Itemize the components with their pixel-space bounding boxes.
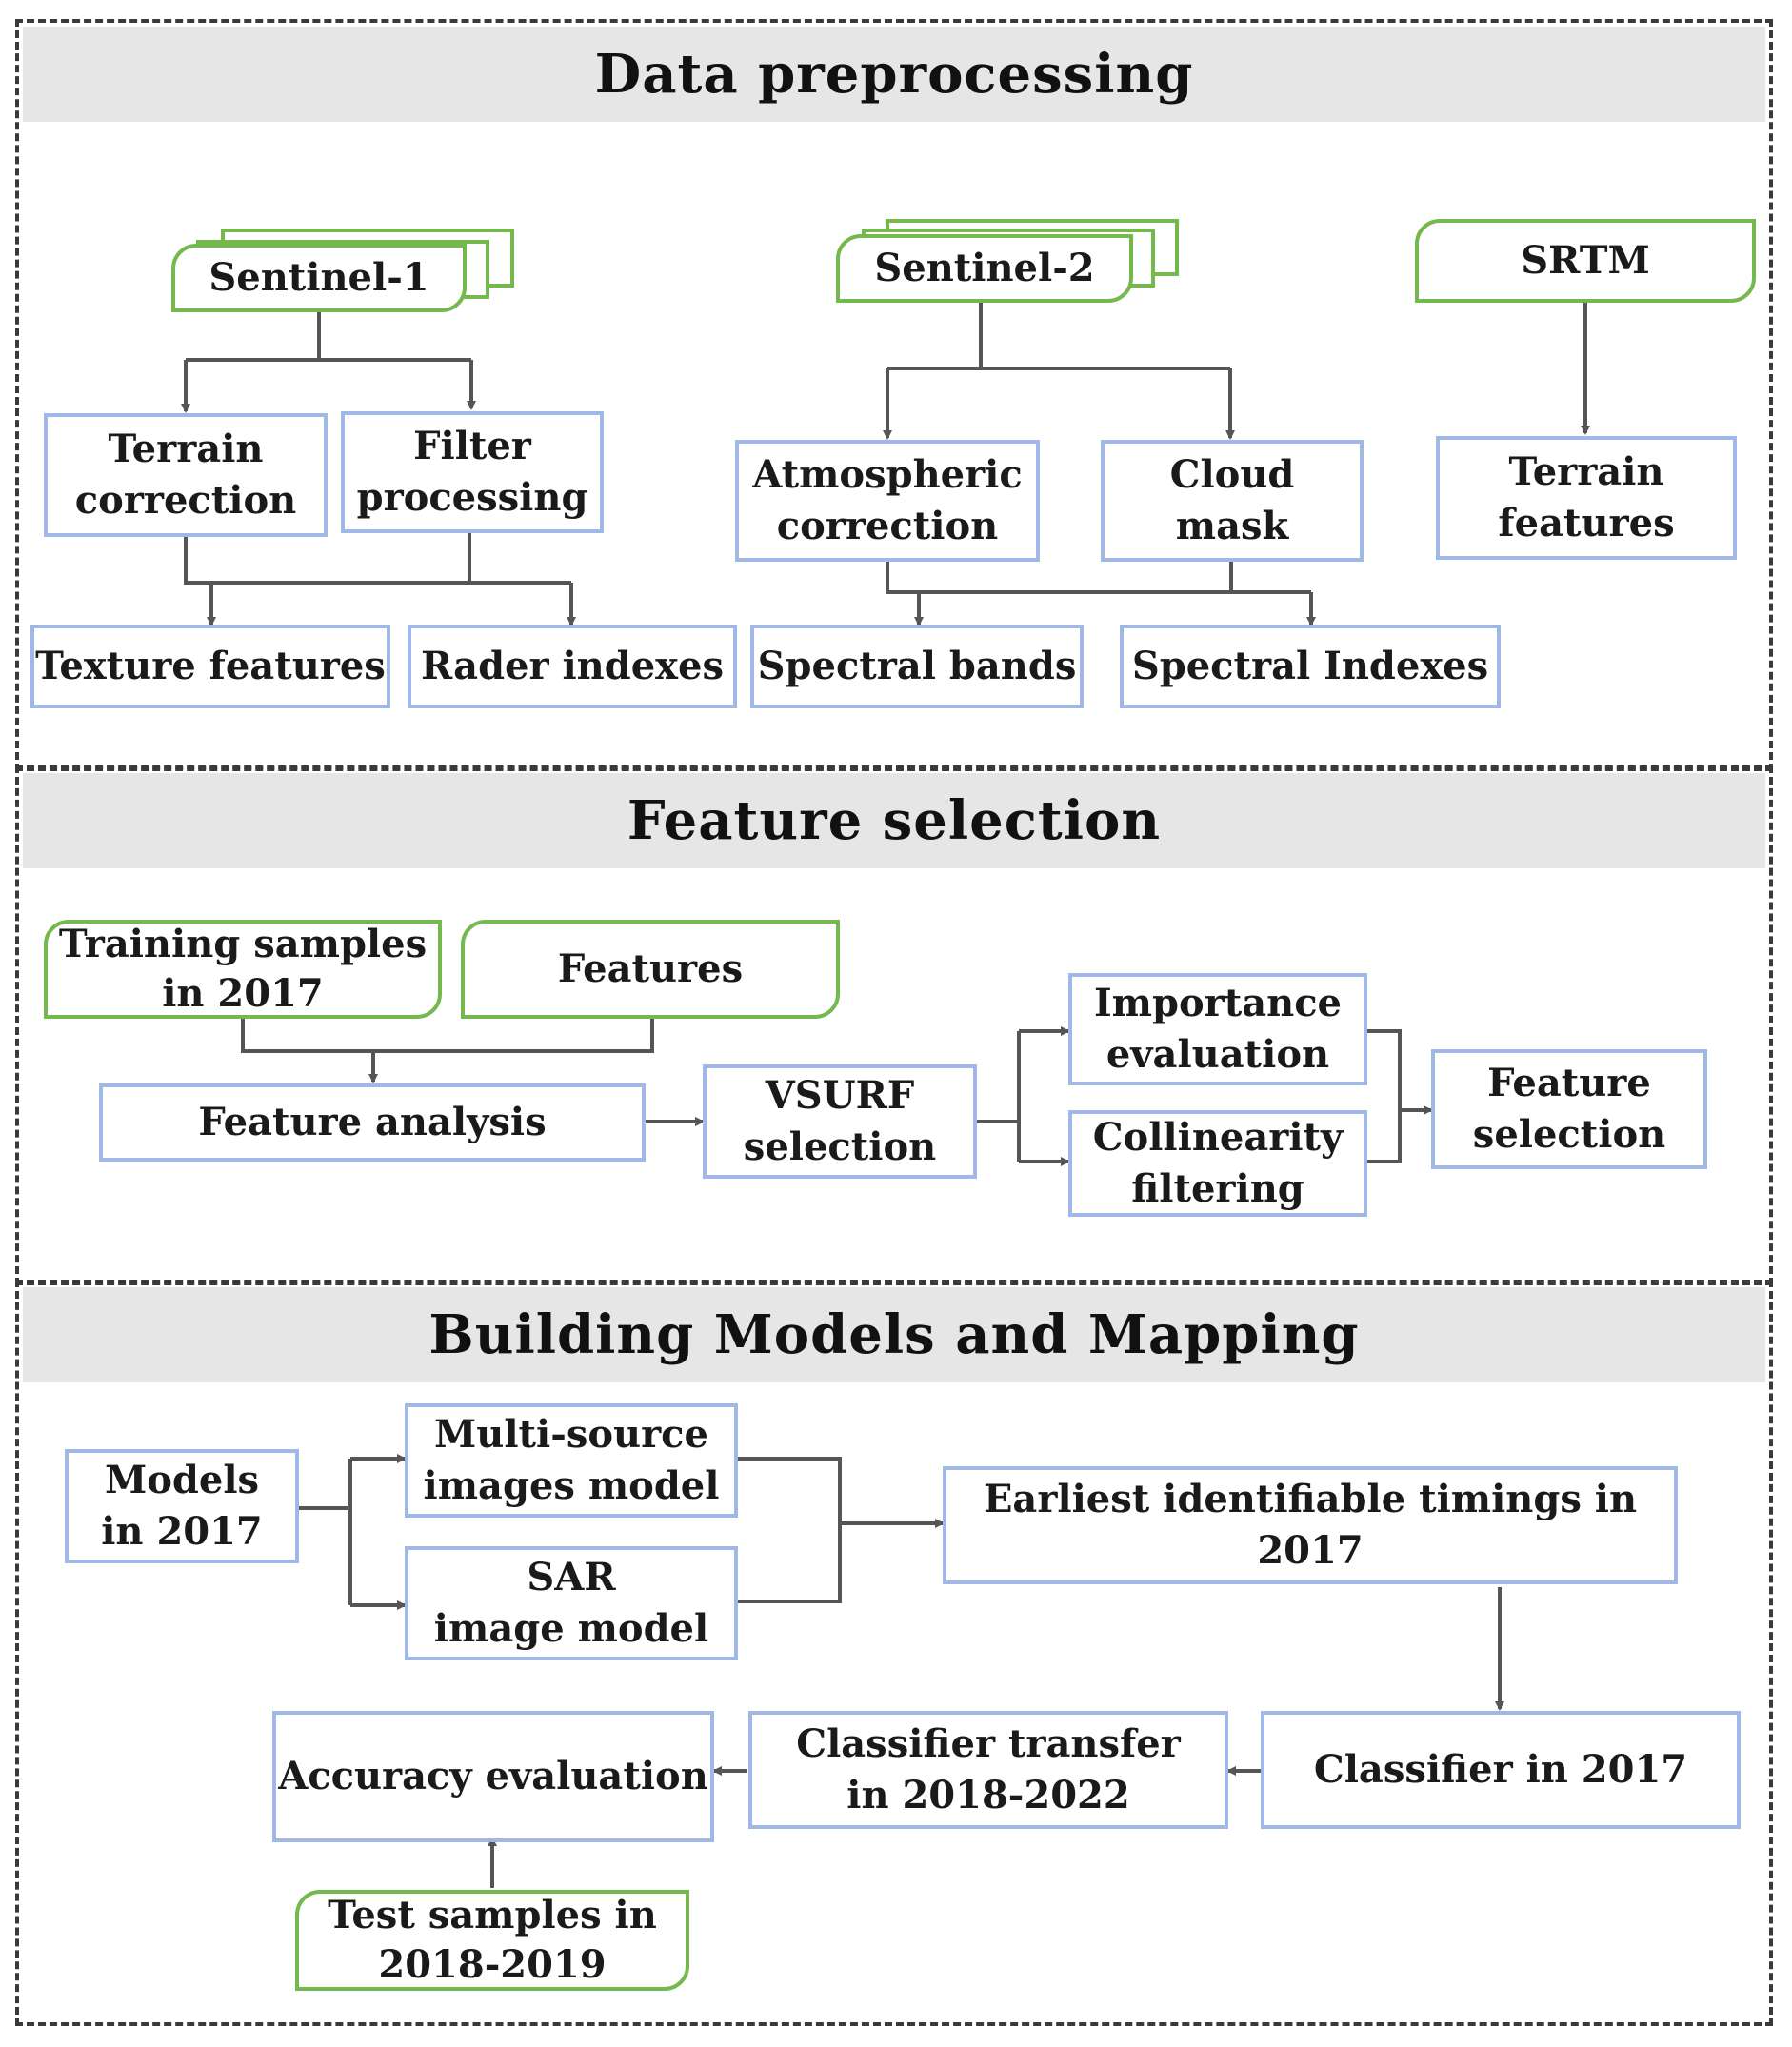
models-2017-box: Models in 2017	[65, 1449, 299, 1563]
sentinel-2-node: Sentinel-2	[836, 234, 1133, 303]
preprocessing-band: Data preprocessing	[23, 27, 1765, 122]
atmospheric-correction-box: Atmospheric correction	[735, 440, 1040, 562]
importance-evaluation-box: Importance evaluation	[1068, 973, 1367, 1085]
modeling-title: Building Models and Mapping	[428, 1303, 1360, 1366]
training-samples-node: Training samples in 2017	[44, 920, 442, 1019]
filter-processing-box: Filter processing	[341, 411, 604, 533]
selection-title: Feature selection	[627, 789, 1162, 852]
modeling-band: Building Models and Mapping	[23, 1287, 1765, 1382]
spectral-indexes-box: Spectral Indexes	[1120, 625, 1501, 708]
cloud-mask-box: Cloud mask	[1101, 440, 1364, 562]
accuracy-evaluation-box: Accuracy evaluation	[272, 1711, 714, 1842]
feature-analysis-box: Feature analysis	[99, 1083, 646, 1162]
selection-section: Feature selection	[15, 765, 1773, 1285]
feature-selection-box: Feature selection	[1431, 1049, 1707, 1169]
terrain-correction-box: Terrain correction	[44, 413, 328, 537]
selection-band: Feature selection	[23, 773, 1765, 868]
multi-source-model-box: Multi-source images model	[405, 1403, 738, 1518]
classifier-2017-box: Classifier in 2017	[1261, 1711, 1741, 1829]
features-node: Features	[461, 920, 840, 1019]
terrain-features-box: Terrain features	[1436, 436, 1737, 560]
preprocessing-title: Data preprocessing	[594, 43, 1194, 106]
texture-features-box: Texture features	[30, 625, 390, 708]
classifier-transfer-box: Classifier transfer in 2018-2022	[748, 1711, 1228, 1829]
modeling-section: Building Models and Mapping	[15, 1280, 1773, 2026]
collinearity-filtering-box: Collinearity filtering	[1068, 1110, 1367, 1217]
spectral-bands-box: Spectral bands	[750, 625, 1084, 708]
sentinel-1-node: Sentinel-1	[171, 244, 467, 312]
vsurf-selection-box: VSURF selection	[703, 1064, 977, 1179]
rader-indexes-box: Rader indexes	[408, 625, 737, 708]
earliest-timings-box: Earliest identifiable timings in 2017	[943, 1466, 1678, 1584]
srtm-node: SRTM	[1415, 219, 1756, 303]
sar-model-box: SAR image model	[405, 1546, 738, 1660]
preprocessing-section: Data preprocessing	[15, 19, 1773, 771]
test-samples-node: Test samples in 2018-2019	[295, 1890, 689, 1991]
